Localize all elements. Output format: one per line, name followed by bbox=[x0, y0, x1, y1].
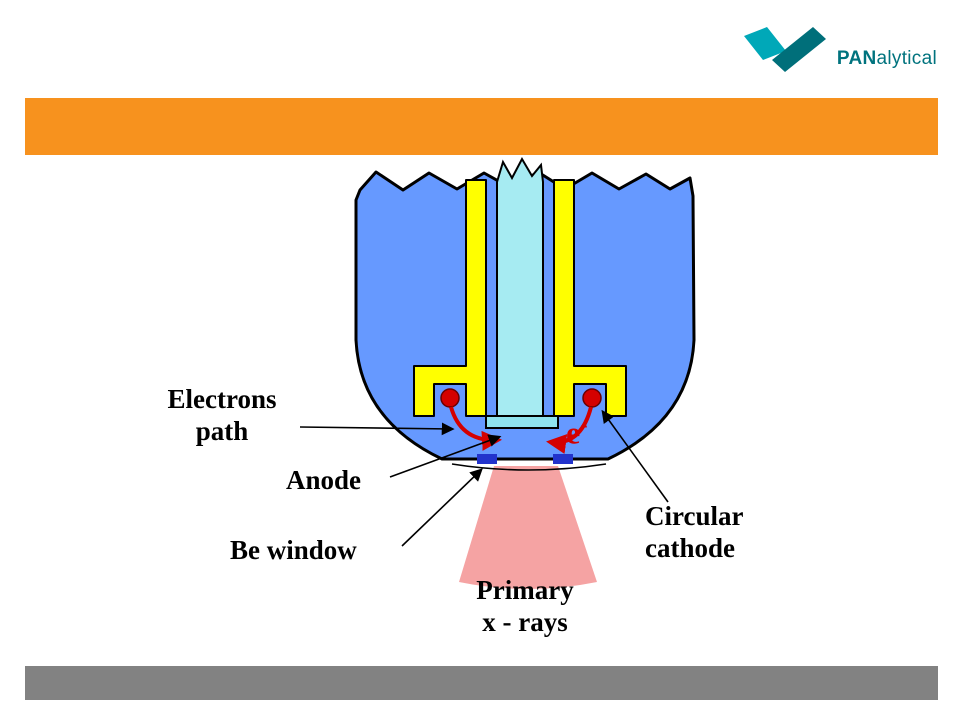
electron-charge: - bbox=[580, 412, 588, 437]
filament-left bbox=[440, 388, 460, 408]
label-circular-cathode: Circular cathode bbox=[645, 500, 743, 565]
cathode-support-left bbox=[413, 179, 487, 417]
label-primary-xrays-line2: x - rays bbox=[482, 607, 568, 638]
label-electrons-path-line1: Electrons bbox=[167, 384, 277, 414]
be-window-frame-right bbox=[553, 454, 573, 464]
label-circular-cathode-line2: cathode bbox=[645, 533, 735, 564]
label-circular-cathode-line1: Circular bbox=[645, 501, 744, 531]
panalytical-logo-mark bbox=[743, 27, 826, 72]
panalytical-logo: PANalytical bbox=[741, 24, 937, 76]
be-window-frame-left bbox=[477, 454, 497, 464]
logo-text-bold: PAN bbox=[836, 48, 877, 69]
be-window-membrane bbox=[451, 463, 607, 471]
logo-mark-left-stroke bbox=[743, 27, 786, 60]
label-electrons-path-line2: path bbox=[195, 416, 249, 447]
label-be-window: Be window bbox=[230, 535, 357, 565]
label-primary-xrays: Primary x - rays bbox=[425, 574, 625, 639]
circular-cathode-pointer bbox=[601, 409, 669, 503]
logo-text: PANalytical bbox=[837, 30, 937, 70]
anode-column bbox=[496, 156, 544, 417]
label-anode: Anode bbox=[286, 465, 362, 495]
electrons-path-pointer bbox=[299, 422, 455, 436]
be-window-pointer bbox=[401, 468, 483, 547]
label-primary-xrays-line1: Primary bbox=[476, 575, 574, 605]
electron-path-arrow-right bbox=[546, 406, 593, 454]
logo-text-rest: alytical bbox=[876, 48, 937, 69]
anode-cap bbox=[485, 415, 559, 429]
label-electron-symbol: e- bbox=[566, 414, 588, 449]
filament-right bbox=[582, 388, 602, 408]
footer-bar bbox=[25, 666, 938, 700]
anode-pointer bbox=[389, 434, 502, 478]
header-bar bbox=[25, 98, 938, 155]
electron-symbol: e bbox=[566, 414, 581, 451]
primary-xray-beam bbox=[459, 466, 597, 589]
logo-mark-right-stroke bbox=[771, 27, 826, 72]
label-electrons-path: Electrons path bbox=[138, 383, 306, 448]
